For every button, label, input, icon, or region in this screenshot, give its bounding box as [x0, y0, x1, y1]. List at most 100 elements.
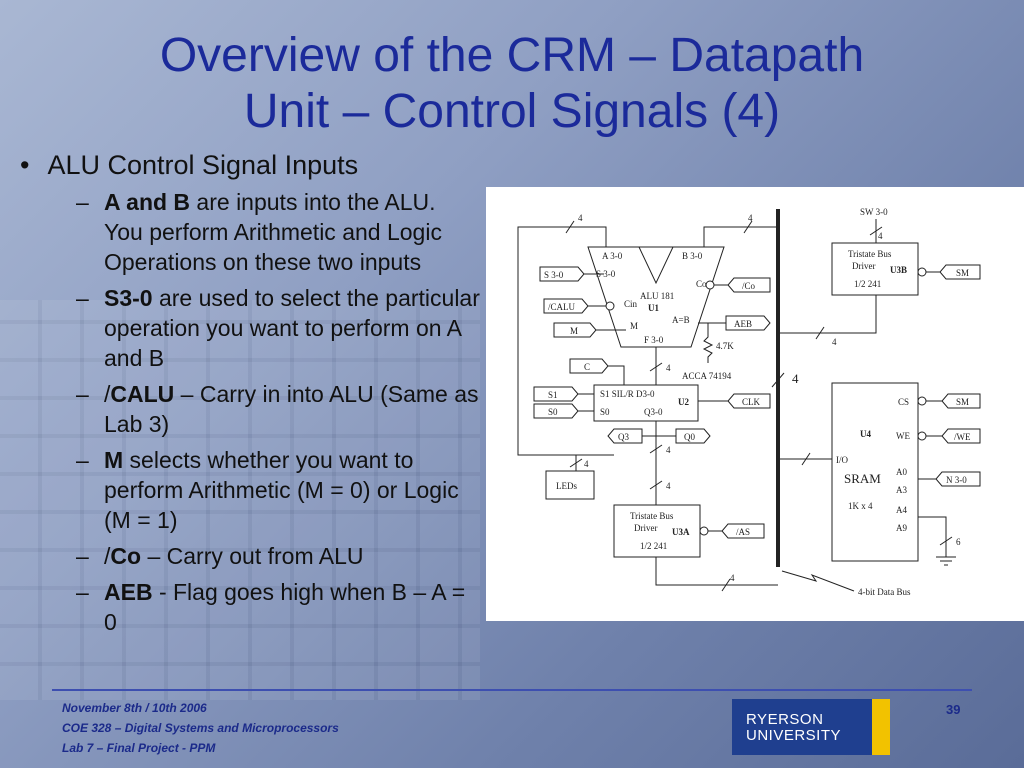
feedback-wire — [517, 226, 614, 456]
alu-f-label: F 3-0 — [644, 335, 664, 345]
item-term: S3-0 — [104, 285, 153, 311]
item-text: selects whether you want to perform Arit… — [104, 447, 459, 533]
wire-width: 4 — [666, 363, 671, 373]
sr-line2: S0 — [600, 407, 610, 417]
bus-width-label: 4 — [792, 371, 799, 386]
wire-width: 4 — [578, 213, 583, 223]
tb2-id: U3B — [890, 265, 907, 275]
item-prefix: / — [104, 543, 111, 569]
tb1-line1: Tristate Bus — [630, 511, 674, 521]
clk-input-box — [727, 393, 771, 409]
title-line-2: Unit – Control Signals (4) — [243, 85, 781, 138]
sram-id: U4 — [860, 429, 871, 439]
inversion-bubble — [605, 301, 615, 311]
list-item: –A and B are inputs into the ALU. You pe… — [76, 189, 442, 275]
q3-label: Q3 — [618, 432, 629, 442]
n-input-box — [935, 471, 981, 487]
q0-box — [675, 428, 711, 444]
item-term: CALU — [110, 381, 175, 407]
main-bullet-text: ALU Control Signal Inputs — [47, 150, 359, 180]
cs-bubble — [917, 396, 927, 406]
wire-slash — [649, 480, 663, 490]
title-line-1: Overview of the CRM – Datapath — [159, 29, 865, 82]
b-input-wire — [703, 226, 778, 247]
footer-lab: Lab 7 – Final Project - PPM — [62, 741, 216, 755]
wire-slash — [939, 536, 953, 546]
item-text: are used to select the particular operat… — [104, 285, 480, 371]
aeb-output-label: AEB — [734, 319, 752, 329]
item-text: – Carry in into ALU (Same as Lab 3) — [104, 381, 479, 437]
alu-a-label: A 3-0 — [602, 251, 623, 261]
s-input-label: S 3-0 — [544, 270, 564, 280]
we-bubble — [917, 431, 927, 441]
ryerson-logo: RYERSON UNIVERSITY — [732, 699, 890, 755]
item-text: - Flag goes high when B – A = 0 — [104, 579, 466, 635]
co-output-box — [727, 277, 771, 293]
list-item: –M selects whether you want to perform A… — [76, 447, 459, 533]
sr-q-label: Q3-0 — [644, 407, 663, 417]
ground-wire — [918, 516, 947, 557]
slide-title: Overview of the CRM – Datapath Unit – Co… — [40, 28, 984, 140]
sr-line1: S1 SIL/R D3-0 — [600, 389, 655, 399]
c-input-box — [569, 358, 609, 374]
wire-slash — [565, 220, 575, 234]
alu-id: U1 — [648, 303, 659, 313]
footer-text: November 8th / 10th 2006 COE 328 – Digit… — [62, 698, 339, 758]
we-label: /WE — [954, 432, 971, 442]
we-input-box — [941, 428, 981, 444]
wire-width: 4 — [730, 573, 735, 583]
wire-slash — [743, 220, 753, 234]
c-wire — [608, 365, 625, 385]
item-term: AEB — [104, 579, 153, 605]
wire-slash — [801, 452, 811, 466]
alu-co-label: Co — [696, 279, 707, 289]
sram-cs-label: CS — [898, 397, 909, 407]
resistor-label: 4.7K — [716, 341, 734, 351]
n-label: N 3-0 — [946, 475, 967, 485]
wire-width: 4 — [878, 231, 883, 241]
wire-slash — [869, 226, 883, 236]
alu-name: ALU 181 — [640, 291, 674, 301]
logo-line1: RYERSON — [746, 711, 824, 728]
tb1-line3: 1/2 241 — [640, 541, 667, 551]
bullet-list: • ALU Control Signal Inputs –A and B are… — [20, 150, 480, 643]
datapath-diagram: 4 A 3-0 B 3-0 S 3-0 ALU 181 U1 Cin M A=B… — [486, 187, 1024, 621]
item-term: M — [104, 447, 124, 473]
alu-notch — [638, 246, 674, 285]
m-input-label: M — [570, 326, 578, 336]
bus-label-leader — [781, 570, 855, 592]
acca-label: ACCA 74194 — [682, 371, 732, 381]
sram-u4 — [831, 382, 919, 562]
alu-aeqb-label: A=B — [672, 315, 690, 325]
bus-label: 4-bit Data Bus — [858, 587, 911, 597]
u3b-bus-wire — [778, 295, 877, 334]
wire-slash — [721, 578, 731, 592]
wire-width: 6 — [956, 537, 961, 547]
tb1-line2: Driver — [634, 523, 658, 533]
tb2-line2: Driver — [852, 261, 876, 271]
sm-bubble — [917, 267, 927, 277]
sram-io-label: I/O — [836, 455, 848, 465]
wire-slash — [649, 362, 663, 372]
bullet-dot: • — [20, 150, 30, 180]
main-bullet: • ALU Control Signal Inputs — [20, 150, 480, 181]
calu-input-label: /CALU — [548, 302, 576, 312]
co-output-label: /Co — [742, 281, 756, 291]
wire-slash — [815, 326, 825, 340]
footer-date: November 8th / 10th 2006 — [62, 701, 207, 715]
tb2-line3: 1/2 241 — [854, 279, 881, 289]
as-input-box — [721, 523, 765, 539]
tb2-line1: Tristate Bus — [848, 249, 892, 259]
wire-width: 4 — [832, 337, 837, 347]
page-number: 39 — [946, 702, 961, 717]
wire-slash — [569, 458, 583, 468]
sm-input-box — [939, 264, 981, 280]
c-input-label: C — [584, 362, 590, 372]
alu-cin-label: Cin — [624, 299, 638, 309]
datapath-schematic: 4 A 3-0 B 3-0 S 3-0 ALU 181 U1 Cin M A=B… — [517, 207, 981, 597]
item-text: are inputs into the ALU. You perform Ari… — [104, 189, 442, 275]
wire-width: 4 — [666, 445, 671, 455]
s0-label: S0 — [548, 407, 558, 417]
wire-width: 4 — [584, 459, 589, 469]
alu-b-label: B 3-0 — [682, 251, 703, 261]
